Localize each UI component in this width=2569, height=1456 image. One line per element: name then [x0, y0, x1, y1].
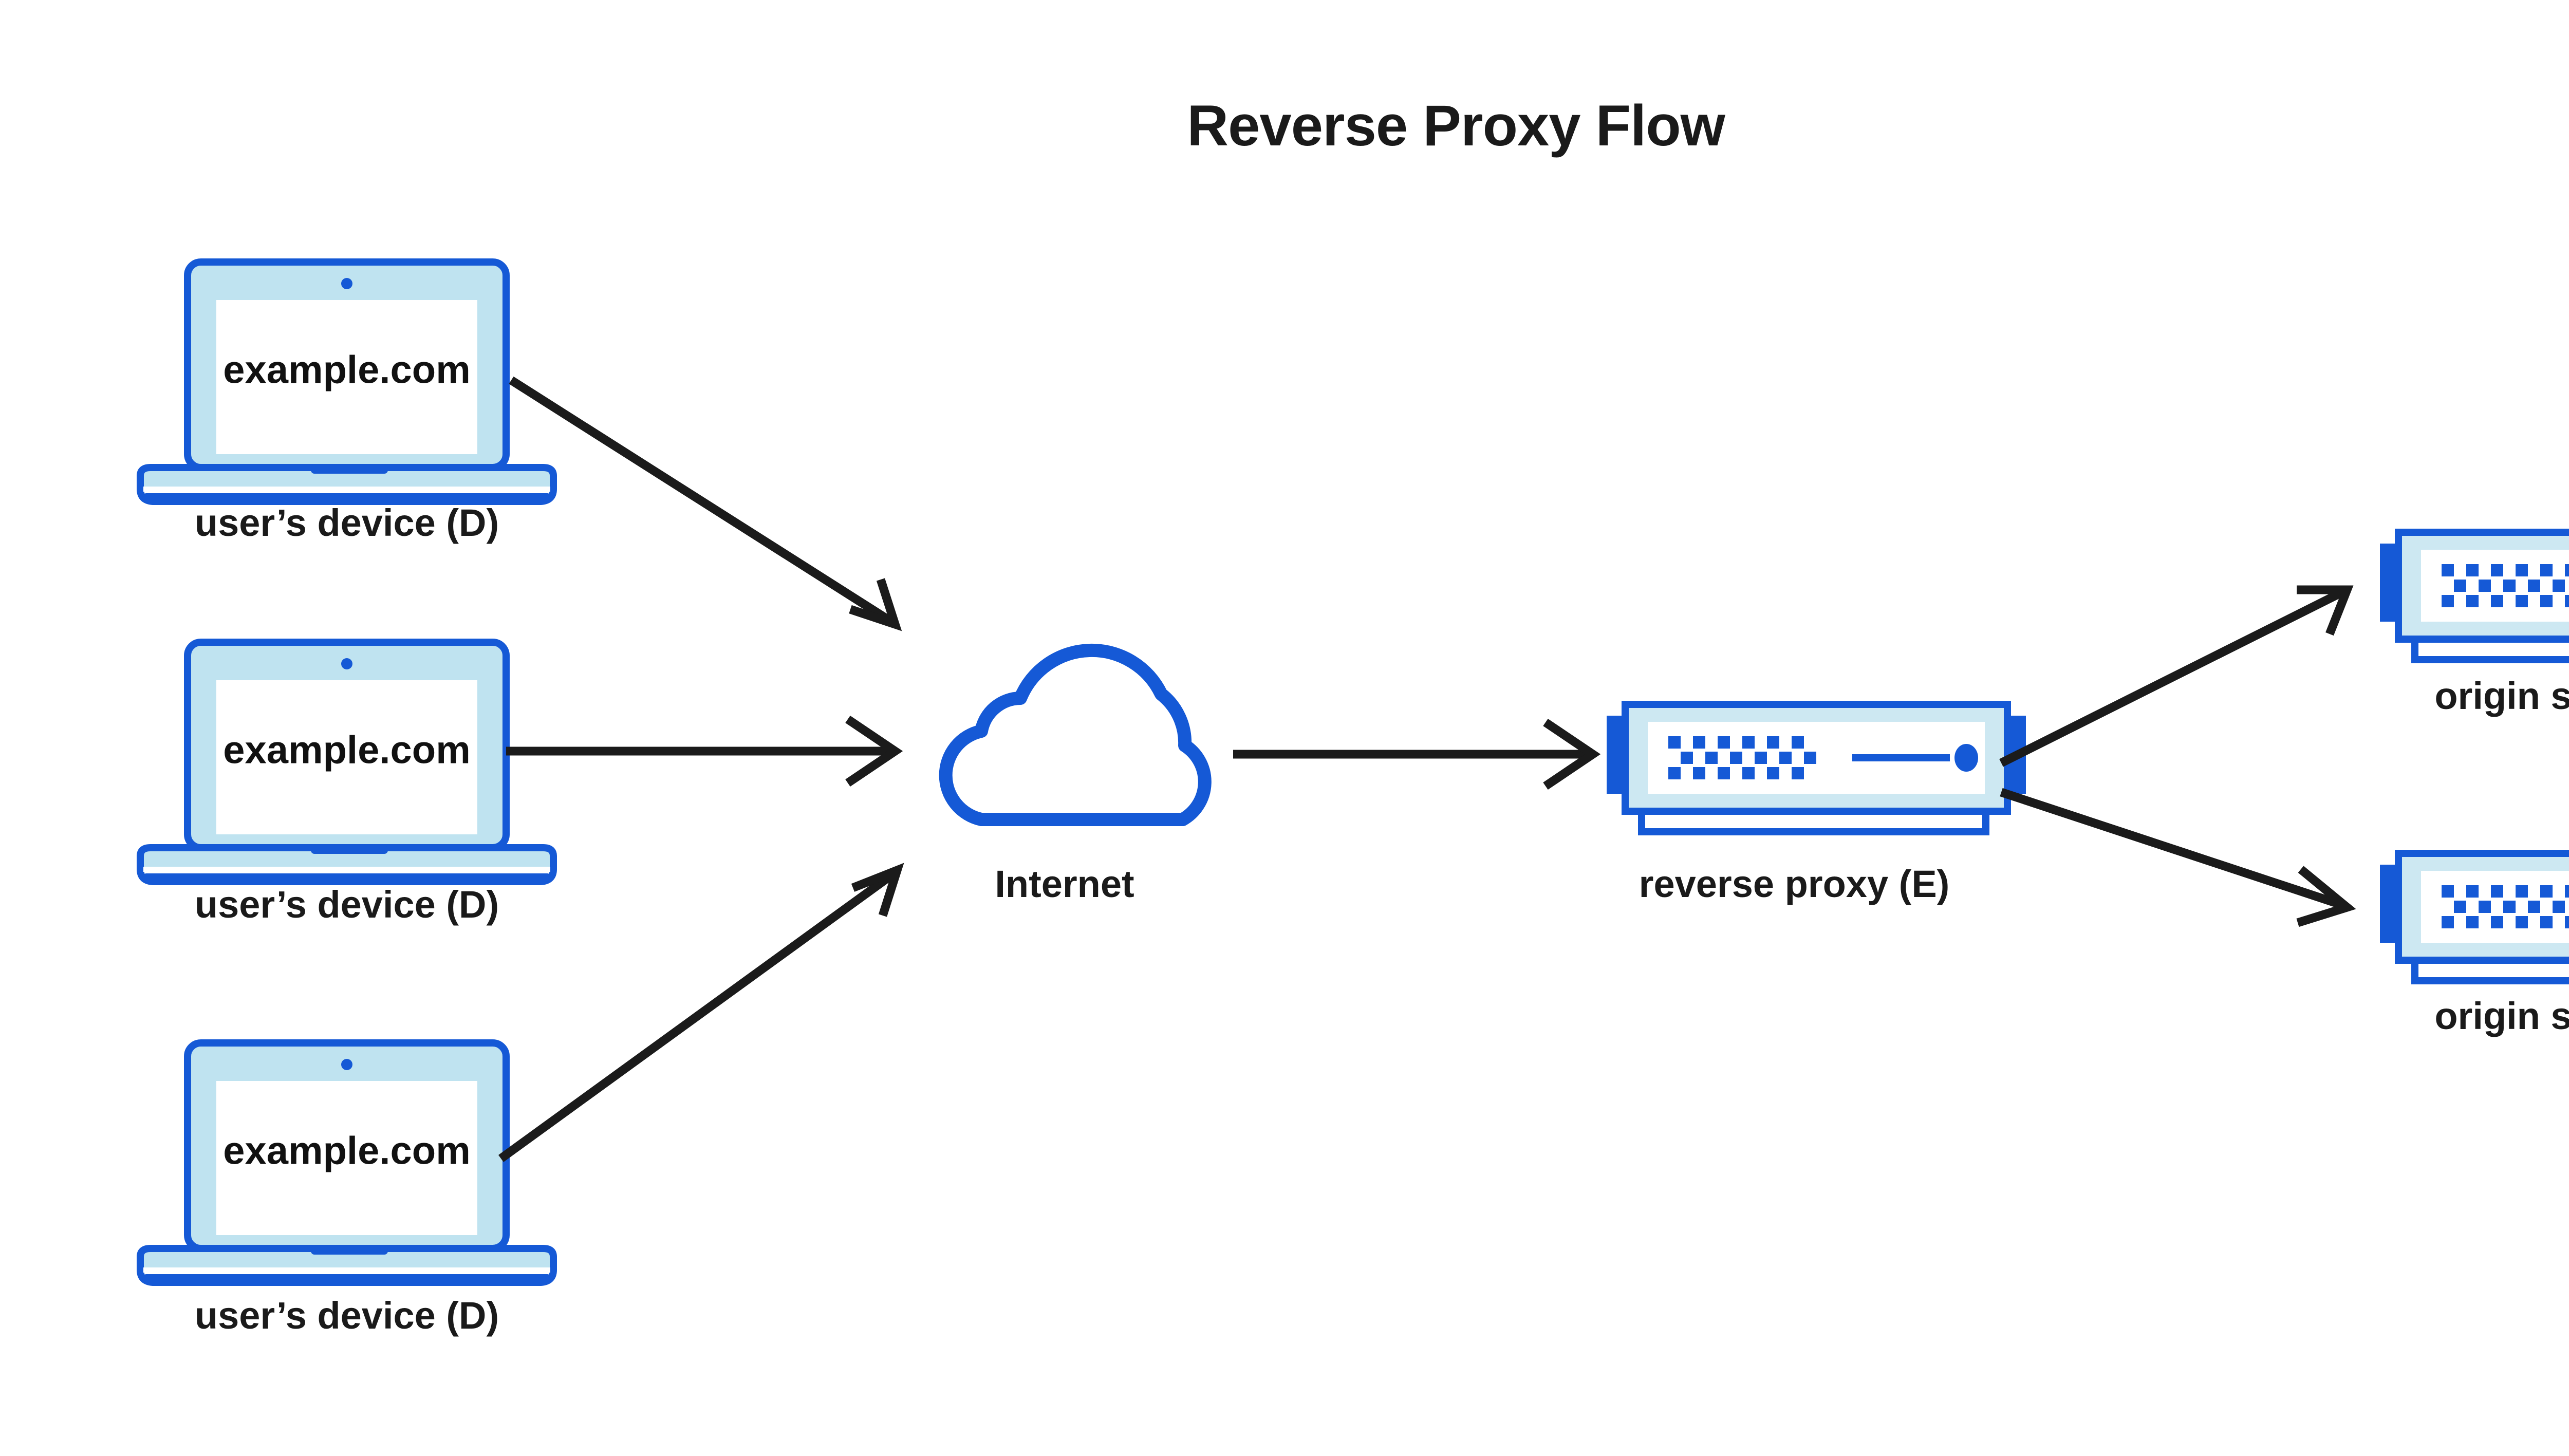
connector-internet-to-reverse-proxy — [1233, 718, 1601, 790]
internet-label: Internet — [995, 863, 1134, 905]
origin-server-bottom-icon[interactable] — [2380, 853, 2569, 981]
origin-server-top-icon[interactable] — [2380, 532, 2569, 660]
origin-server-label-bottom: origin server (F) — [2434, 995, 2569, 1037]
device-label-top: user’s device (D) — [194, 501, 499, 544]
cloud-icon[interactable] — [946, 650, 1205, 819]
connector-device-middle-to-internet — [506, 715, 903, 787]
device-screen-text: example.com — [223, 728, 471, 772]
connector-reverse-proxy-to-origin-top — [1999, 585, 2354, 767]
connector-device-bottom-to-internet — [498, 863, 904, 1162]
connector-reverse-proxy-to-origin-bottom — [2000, 788, 2356, 927]
device-label-middle: user’s device (D) — [194, 883, 499, 926]
page-title: Reverse Proxy Flow — [1187, 94, 1725, 158]
reverse-proxy-label: reverse proxy (E) — [1639, 863, 1950, 905]
reverse-proxy-server-icon[interactable] — [1607, 704, 2026, 832]
connector-device-top-to-internet — [509, 376, 902, 631]
origin-server-label-top: origin server (F) — [2434, 675, 2569, 717]
device-screen-text: example.com — [223, 348, 471, 392]
device-label-bottom: user’s device (D) — [194, 1294, 499, 1337]
device-screen-text: example.com — [223, 1129, 471, 1173]
